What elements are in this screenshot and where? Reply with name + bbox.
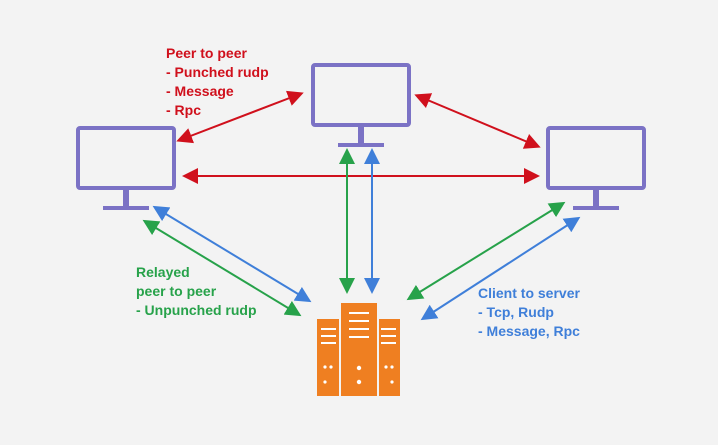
peer-to-peer-label: Peer to peer - Punched rudp - Message - … bbox=[166, 44, 269, 120]
peer-to-peer-item: - Punched rudp bbox=[166, 64, 269, 80]
arrow-p2p-top-right bbox=[414, 93, 541, 149]
client-server-item: - Message, Rpc bbox=[478, 323, 580, 339]
client-server-label: Client to server - Tcp, Rudp - Message, … bbox=[478, 284, 580, 341]
relayed-label: Relayed peer to peer - Unpunched rudp bbox=[136, 263, 257, 320]
monitor-icon-left bbox=[76, 126, 176, 210]
relayed-line: peer to peer bbox=[136, 283, 217, 299]
peer-to-peer-item: - Rpc bbox=[166, 102, 201, 118]
relayed-line: - Unpunched rudp bbox=[136, 302, 257, 318]
monitor-icon-top bbox=[311, 63, 411, 147]
client-server-title: Client to server bbox=[478, 285, 580, 301]
peer-to-peer-item: - Message bbox=[166, 83, 234, 99]
server-icon bbox=[317, 301, 400, 398]
arrow-p2p-left-top bbox=[176, 90, 304, 144]
arrow-client-left-server bbox=[152, 205, 312, 303]
peer-to-peer-title: Peer to peer bbox=[166, 45, 247, 61]
client-server-item: - Tcp, Rudp bbox=[478, 304, 554, 320]
relayed-line: Relayed bbox=[136, 264, 190, 280]
monitor-icon-right bbox=[546, 126, 646, 210]
arrow-client-right-server bbox=[420, 216, 581, 321]
